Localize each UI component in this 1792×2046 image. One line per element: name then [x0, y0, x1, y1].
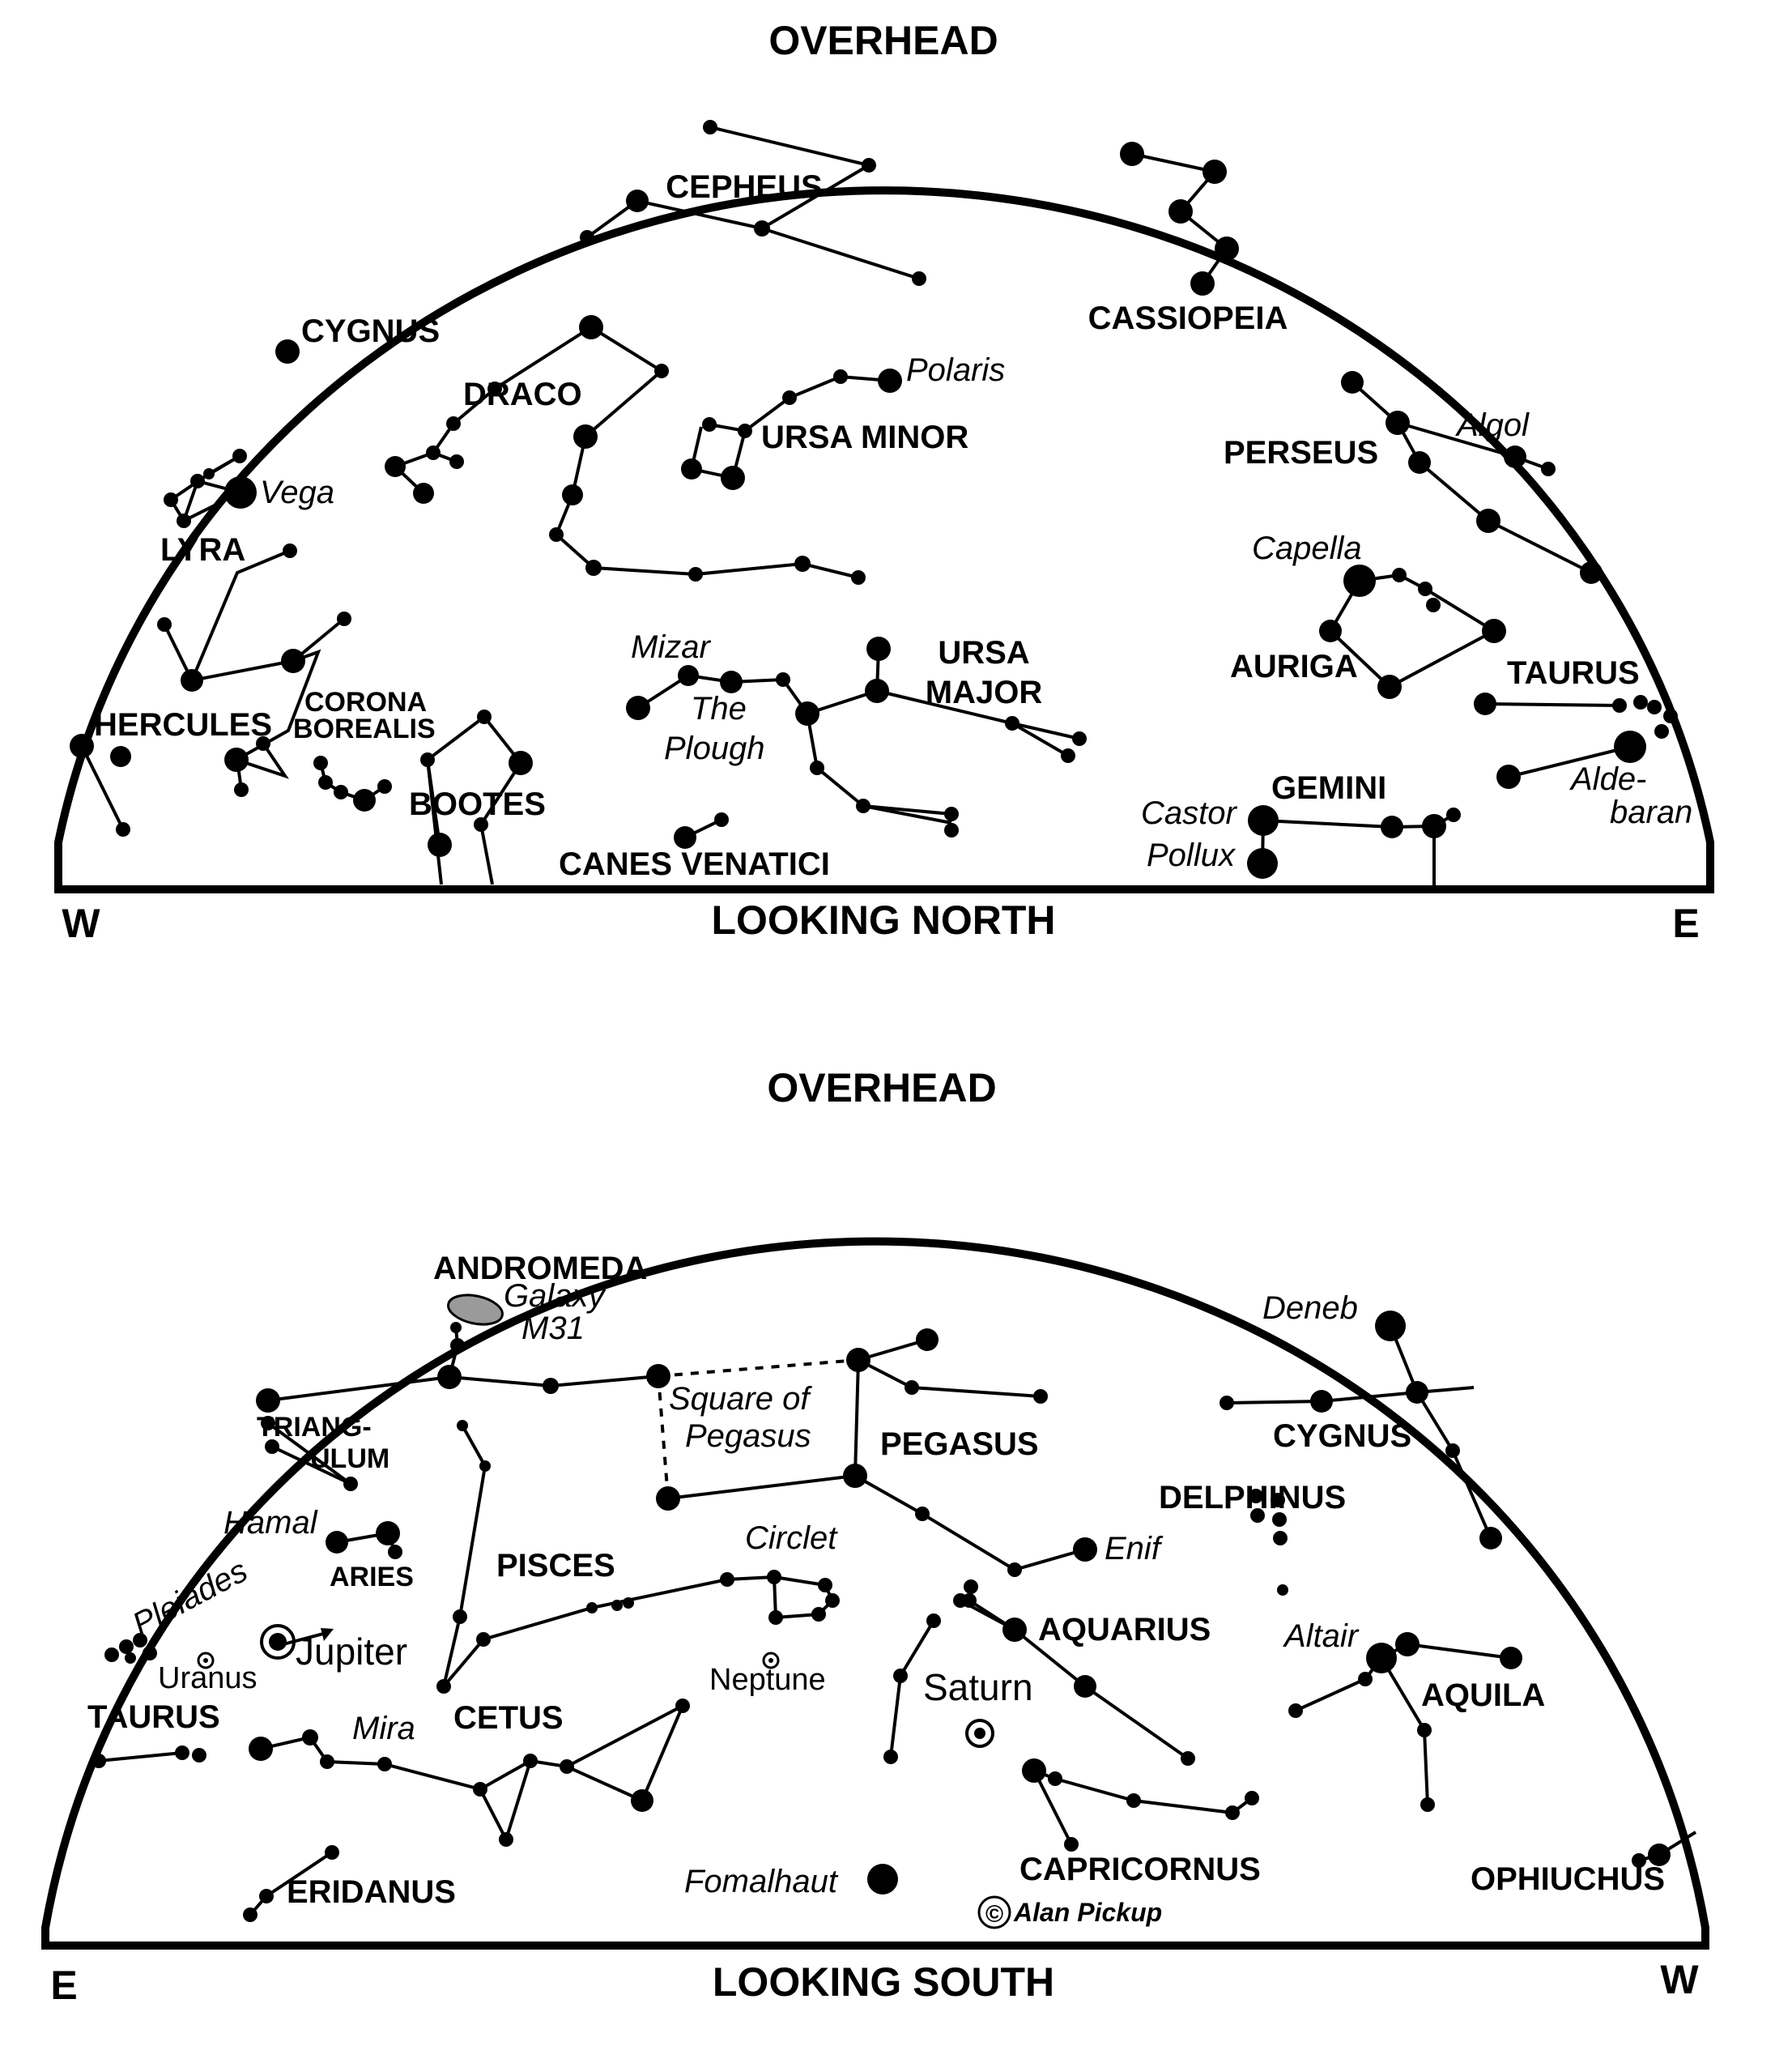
- north-overhead-label: OVERHEAD: [768, 18, 998, 63]
- neptune-icon: [762, 1652, 780, 1669]
- neptune-label: Neptune: [709, 1663, 826, 1697]
- cygnus-label: CYGNUS: [301, 313, 440, 349]
- south-overhead-label: OVERHEAD: [767, 1065, 996, 1110]
- north-looking-label: LOOKING NORTH: [712, 897, 1056, 943]
- aldebaran-label-1: Alde-: [1569, 761, 1646, 797]
- saturn-icon: [965, 1719, 994, 1748]
- south-east-label: E: [50, 1963, 77, 2008]
- north-labels: OVERHEAD LOOKING NORTH W E CEPHEUS CASSI…: [62, 18, 1699, 946]
- capella-label: Capella: [1252, 531, 1362, 566]
- castor-label: Castor: [1141, 795, 1237, 831]
- auriga-label: AURIGA: [1230, 649, 1358, 684]
- aquarius-label: AQUARIUS: [1038, 1612, 1211, 1647]
- capricornus-label: CAPRICORNUS: [1019, 1852, 1261, 1887]
- uranus-label: Uranus: [158, 1661, 258, 1695]
- copyright-icon: [977, 1895, 1011, 1929]
- ursa-major-label-2: MAJOR: [926, 675, 1043, 710]
- m31-galaxy-icon: [447, 1294, 504, 1326]
- aries-label: ARIES: [330, 1562, 414, 1592]
- triangulum-label-1: TRIANG-: [257, 1412, 372, 1443]
- south-labels: OVERHEAD LOOKING SOUTH E W ANDROMEDA TRI…: [50, 1065, 1699, 2008]
- triangulum-label-2: ULUM: [310, 1443, 389, 1474]
- gemini-label: GEMINI: [1271, 770, 1386, 806]
- perseus-label: PERSEUS: [1224, 435, 1378, 471]
- hamal-label: Hamal: [223, 1505, 318, 1541]
- aquila-label: AQUILA: [1421, 1677, 1545, 1713]
- uranus-icon: [197, 1652, 215, 1669]
- draco-label: DRACO: [463, 377, 582, 412]
- cassiopeia-label: CASSIOPEIA: [1088, 301, 1288, 336]
- copyright-symbol: ©: [985, 1901, 1003, 1928]
- algol-label: Algol: [1455, 407, 1530, 443]
- south-looking-label: LOOKING SOUTH: [713, 1959, 1054, 2005]
- mira-label: Mira: [352, 1711, 415, 1746]
- vega-label: Vega: [260, 475, 334, 510]
- polaris-label: Polaris: [906, 352, 1005, 388]
- bootes-label: BOOTES: [409, 786, 546, 822]
- pegasus-label: PEGASUS: [880, 1426, 1039, 1462]
- galaxy-label-1: Galaxy: [504, 1278, 607, 1314]
- north-east-label: E: [1672, 901, 1699, 946]
- corona-borealis-label-2: BOREALIS: [293, 714, 436, 744]
- ursa-minor-label: URSA MINOR: [761, 420, 968, 455]
- mizar-label: Mizar: [631, 629, 711, 665]
- ophiuchus-label: OPHIUCHUS: [1471, 1861, 1665, 1897]
- enif-label: Enif: [1105, 1531, 1164, 1566]
- cygnus-south-label: CYGNUS: [1273, 1418, 1411, 1454]
- square-label-1: Square of: [669, 1381, 812, 1417]
- hercules-label: HERCULES: [94, 707, 272, 743]
- south-stars: [92, 1311, 1671, 1922]
- taurus-label: TAURUS: [1507, 655, 1640, 691]
- south-horizon-dome: [41, 1237, 1709, 1950]
- north-horizon-dome: [54, 186, 1714, 893]
- north-stars: [70, 120, 1678, 879]
- pisces-label: PISCES: [496, 1548, 615, 1584]
- south-west-label: W: [1660, 1957, 1699, 2002]
- deneb-label: Deneb: [1262, 1290, 1358, 1326]
- south-chart: OVERHEAD LOOKING SOUTH E W ANDROMEDA TRI…: [41, 1065, 1709, 2008]
- ursa-major-label-1: URSA: [938, 635, 1029, 671]
- plough-label-2: Plough: [664, 731, 765, 766]
- jupiter-label: Jupiter: [296, 1630, 407, 1673]
- aldebaran-label-2: baran: [1610, 795, 1692, 830]
- corona-borealis-label-1: CORONA: [304, 687, 427, 718]
- cepheus-label: CEPHEUS: [666, 169, 822, 205]
- north-chart: OVERHEAD LOOKING NORTH W E CEPHEUS CASSI…: [54, 18, 1714, 946]
- eridanus-label: ERIDANUS: [287, 1874, 456, 1910]
- plough-label-1: The: [691, 691, 747, 727]
- fomalhaut-label: Fomalhaut: [684, 1864, 839, 1899]
- square-label-2: Pegasus: [685, 1418, 811, 1454]
- pollux-label: Pollux: [1147, 838, 1237, 873]
- credit-label: Alan Pickup: [1013, 1898, 1162, 1927]
- lyra-label: LYRA: [160, 532, 245, 568]
- saturn-label: Saturn: [923, 1666, 1033, 1708]
- altair-label: Altair: [1283, 1618, 1360, 1654]
- jupiter-icon: [260, 1624, 296, 1660]
- north-west-label: W: [62, 901, 100, 946]
- andromeda-label: ANDROMEDA: [433, 1251, 647, 1286]
- cetus-label: CETUS: [453, 1700, 564, 1736]
- taurus-south-label: TAURUS: [87, 1699, 220, 1735]
- canes-venatici-label: CANES VENATICI: [559, 846, 830, 882]
- delphinus-label: DELPHINUS: [1159, 1480, 1346, 1515]
- galaxy-label-2: M31: [521, 1311, 585, 1346]
- circlet-label: Circlet: [745, 1520, 838, 1556]
